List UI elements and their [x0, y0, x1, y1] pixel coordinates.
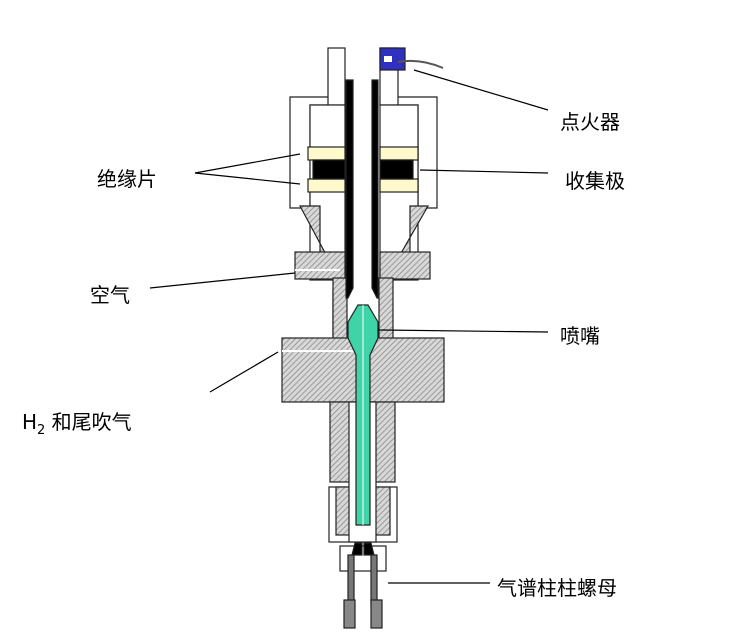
leader-nozzle: [377, 329, 549, 333]
leader-igniter: [413, 69, 549, 111]
seal-right: [379, 159, 414, 180]
collector-electrode-right: [371, 79, 379, 299]
insulator-top-left: [307, 146, 346, 161]
insulator-top-right: [379, 146, 419, 161]
insulator-bottom-left: [307, 178, 346, 193]
column-tube-left: [347, 554, 355, 606]
label-h2-makeup: H2 和尾吹气: [22, 406, 132, 438]
label-column-nut: 气谱柱柱螺母: [497, 576, 617, 600]
top-tube-left: [327, 47, 346, 106]
air-flange-left: [294, 251, 346, 280]
lower-tube-left: [332, 277, 348, 341]
h2-subscript: 2: [37, 423, 46, 438]
igniter-wire: [397, 59, 444, 69]
ferrule-left: [351, 542, 363, 556]
leader-collector: [419, 169, 549, 174]
leader-insulator-2: [194, 172, 301, 185]
label-igniter: 点火器: [560, 110, 620, 134]
column-end-left: [343, 599, 356, 629]
ferrule-right: [363, 542, 375, 556]
label-nozzle: 喷嘴: [560, 324, 600, 348]
leader-insulator-1: [194, 153, 301, 174]
collector-electrode-left: [345, 79, 354, 299]
seal-left: [312, 159, 346, 180]
label-collector: 收集极: [565, 169, 625, 193]
h2-text: 和尾吹气: [45, 410, 132, 434]
column-tube-right: [370, 554, 378, 606]
leader-h2: [209, 351, 279, 393]
column-end-right: [370, 599, 383, 629]
igniter-body: [379, 47, 406, 71]
insulator-bottom-right: [379, 178, 419, 193]
label-insulator: 绝缘片: [97, 167, 157, 191]
h2-symbol: H: [22, 410, 38, 434]
leader-air: [149, 272, 296, 289]
column-nut: [339, 545, 387, 572]
label-air: 空气: [90, 283, 130, 307]
air-flange-right: [379, 251, 431, 280]
